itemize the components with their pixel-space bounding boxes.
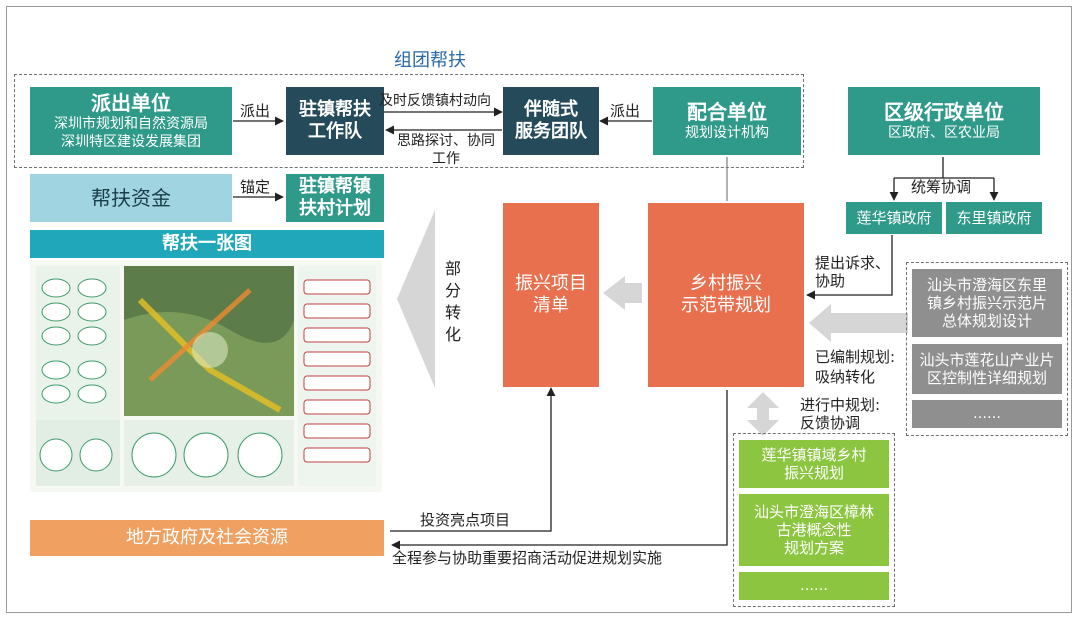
green-plan-1: 莲华镇镇域乡村 振兴规划 [739, 440, 889, 488]
arrow-partial [397, 210, 435, 388]
group-title: 组团帮扶 [394, 50, 466, 71]
dispatch-unit-title: 派出单位 [91, 91, 171, 115]
compiled-plans-frame [906, 262, 1068, 436]
arrow-ongoing [747, 392, 779, 436]
compiled-label-line1: 已编制规划: [815, 348, 896, 366]
grey-plan-2-line2: 区控制性详细规划 [926, 369, 1047, 387]
partial-label-3: 转 [445, 303, 462, 322]
partial-label-1: 部 [445, 259, 462, 278]
arrow-request [806, 235, 893, 300]
dispatch-unit-line2: 深圳特区建设发展集团 [61, 134, 201, 150]
ongoing-label-line1: 进行中规划: [800, 396, 881, 414]
thinking-label-line2: 工作 [432, 151, 460, 167]
arrow-participate [391, 390, 728, 550]
partial-label-2: 分 [445, 281, 462, 300]
map-thumbnail-image [36, 266, 376, 486]
coop-unit-box: 配合单位 规划设计机构 [653, 87, 801, 155]
demo-plan-box: 乡村振兴 示范带规划 [648, 203, 804, 387]
thinking-label: 思路探讨、协同 工作 [390, 132, 502, 168]
coordinate-label: 统筹协调 [911, 178, 972, 196]
arrow-compiled [809, 304, 908, 342]
map-title: 帮扶一张图 [162, 233, 252, 254]
arrow-demo-project [603, 276, 642, 310]
demo-plan-line2: 示范带规划 [681, 295, 771, 316]
request-label-line2: 协助 [815, 272, 846, 290]
local-gov-box: 地方政府及社会资源 [30, 520, 384, 556]
green-plan-2-line2: 古港概念性 [776, 521, 852, 539]
green-plan-2-line1: 汕头市澄海区樟林 [753, 503, 874, 521]
dongli-gov: 东里镇政府 [956, 209, 1032, 227]
district-unit-title: 区级行政单位 [884, 100, 1004, 124]
coop-unit-sub: 规划设计机构 [685, 125, 769, 141]
village-plan-line2: 扶村计划 [299, 198, 371, 219]
grey-plan-1-line2: 镇乡村振兴示范片 [926, 294, 1047, 312]
green-plan-2: 汕头市澄海区樟林 古港概念性 规划方案 [739, 494, 889, 566]
ongoing-plans-frame [733, 433, 895, 607]
outer-frame [6, 6, 1072, 613]
local-gov: 地方政府及社会资源 [126, 527, 288, 548]
fund-box: 帮扶资金 [30, 174, 232, 222]
dongli-gov-box: 东里镇政府 [946, 202, 1042, 234]
green-plan-3: …… [739, 572, 889, 600]
green-plan-1-line2: 振兴规划 [783, 464, 844, 482]
partial-label-4: 化 [445, 325, 462, 344]
district-unit-sub: 区政府、区农业局 [888, 125, 1000, 141]
grey-plan-2-line1: 汕头市莲花山产业片 [919, 351, 1055, 369]
ongoing-label: 进行中规划: 反馈协调 [800, 396, 880, 432]
project-list-line2: 清单 [533, 295, 569, 316]
service-team-box: 伴随式 服务团队 [503, 87, 599, 155]
green-plan-2-line3: 规划方案 [783, 539, 844, 557]
dispatch-unit-line1: 深圳市规划和自然资源局 [54, 116, 208, 132]
request-label-line1: 提出诉求、 [815, 254, 891, 272]
grey-plan-3: …… [912, 400, 1062, 428]
compiled-label-line2: 吸纳转化 [815, 368, 876, 386]
ongoing-label-line2: 反馈协调 [800, 414, 861, 432]
green-plan-1-line1: 莲华镇镇域乡村 [761, 446, 867, 464]
grey-plan-1-line1: 汕头市澄海区东里 [926, 276, 1047, 294]
dispatch-label: 派出 [240, 102, 271, 120]
coop-unit-title: 配合单位 [687, 100, 767, 124]
thinking-label-line1: 思路探讨、协同 [397, 133, 495, 149]
arrow-invest [390, 387, 556, 532]
lianhua-gov-box: 莲华镇政府 [846, 202, 942, 234]
assistance-map-thumbnail [30, 260, 382, 492]
dispatch-label-2: 派出 [610, 102, 641, 120]
work-team-line1: 驻镇帮扶 [299, 99, 371, 120]
group-frame [14, 74, 804, 168]
project-list-box: 振兴项目 清单 [503, 203, 599, 387]
anchor-label: 锚定 [240, 178, 271, 196]
district-unit-box: 区级行政单位 区政府、区农业局 [848, 87, 1040, 155]
work-team-box: 驻镇帮扶 工作队 [286, 87, 384, 155]
fund: 帮扶资金 [91, 186, 171, 210]
feedback-label: 及时反馈镇村动向 [379, 93, 491, 109]
grey-plan-3-line1: …… [973, 406, 1001, 422]
compiled-label: 已编制规划: 吸纳转化 [815, 347, 895, 387]
partial-label: 部 分 转 化 [445, 258, 461, 346]
project-list-line1: 振兴项目 [515, 273, 587, 294]
village-plan-box: 驻镇帮镇 扶村计划 [286, 174, 384, 222]
dispatch-unit-box: 派出单位 深圳市规划和自然资源局 深圳特区建设发展集团 [30, 87, 232, 155]
grey-plan-2: 汕头市莲花山产业片 区控制性详细规划 [912, 344, 1062, 394]
service-team-line2: 服务团队 [515, 121, 587, 142]
demo-plan-line1: 乡村振兴 [690, 273, 762, 294]
participate-label: 全程参与协助重要招商活动促进规划实施 [392, 549, 663, 567]
request-label: 提出诉求、 协助 [815, 254, 890, 290]
lianhua-gov: 莲华镇政府 [856, 209, 932, 227]
grey-plan-1: 汕头市澄海区东里 镇乡村振兴示范片 总体规划设计 [912, 269, 1062, 337]
service-team-line1: 伴随式 [524, 99, 578, 120]
green-plan-3-line1: …… [800, 578, 828, 594]
work-team-line2: 工作队 [308, 121, 362, 142]
village-plan-line1: 驻镇帮镇 [299, 176, 371, 197]
invest-label: 投资亮点项目 [420, 511, 511, 529]
map-title-bar: 帮扶一张图 [30, 230, 384, 258]
grey-plan-1-line3: 总体规划设计 [941, 312, 1032, 330]
